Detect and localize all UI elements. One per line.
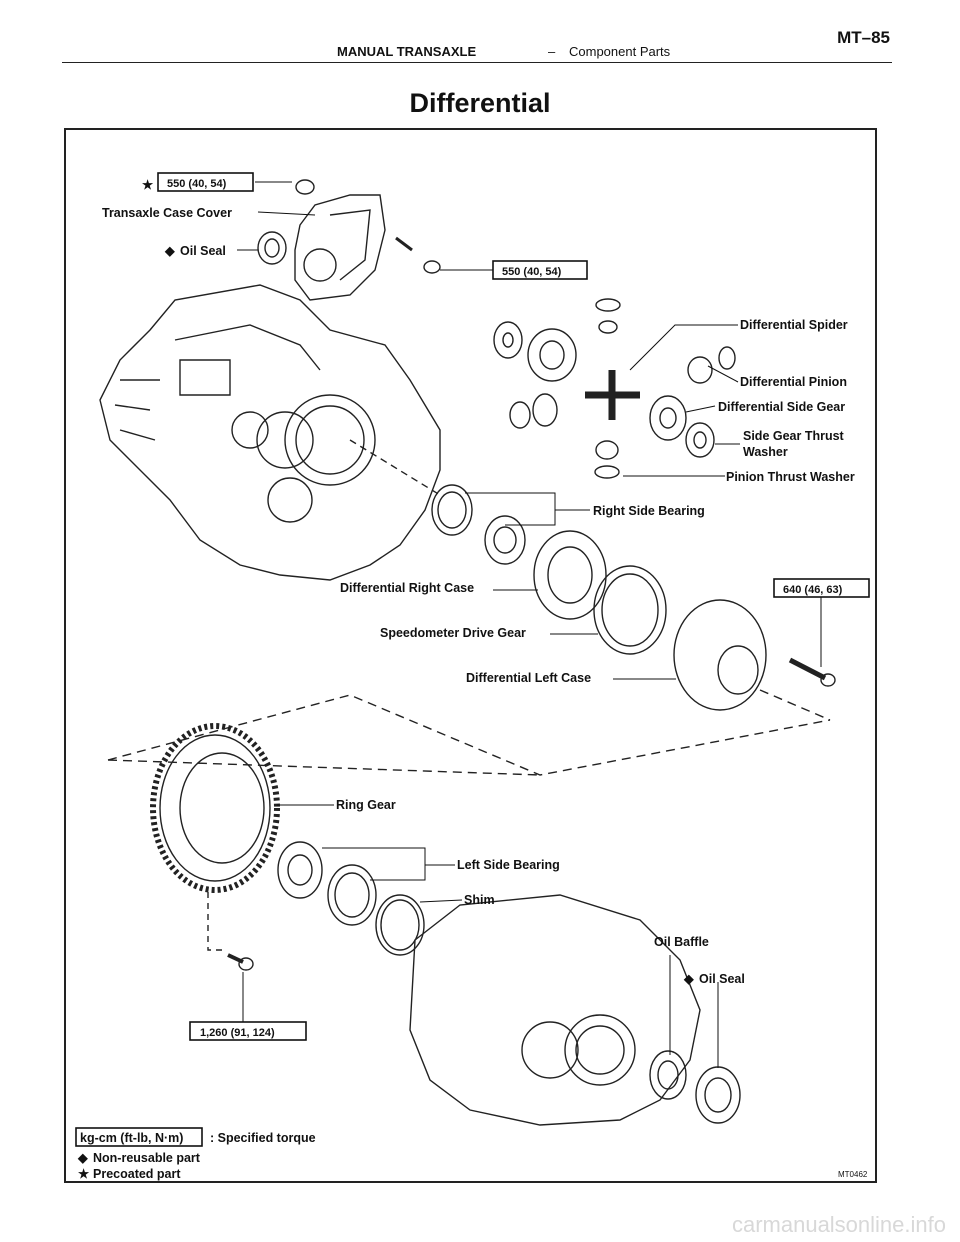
right-bearing-race-drawing xyxy=(431,484,473,536)
transaxle-case-drawing xyxy=(99,284,441,581)
star-icon: ★ xyxy=(78,1167,90,1181)
lower-case-drawing xyxy=(409,894,701,1126)
page-header: MANUAL TRANSAXLE – Component Parts MT–85 xyxy=(62,28,892,63)
page-number: MT–85 xyxy=(837,28,890,47)
speedometer-gear-drawing xyxy=(593,565,667,655)
torque-box-ring-gear-bolt xyxy=(189,1021,307,1041)
label-left-side-bearing: Left Side Bearing xyxy=(457,858,560,872)
header-separator: – xyxy=(548,44,556,59)
shim-drawing xyxy=(375,894,425,956)
label-oil-seal-top: Oil Seal xyxy=(180,244,226,258)
label-differential-right-case: Differential Right Case xyxy=(340,581,474,595)
left-bearing-race-drawing xyxy=(327,864,377,926)
left-case-drawing xyxy=(673,599,767,711)
oil-seal-bottom-drawing xyxy=(695,1066,741,1124)
right-bearing-drawing xyxy=(484,515,526,565)
label-pinion-thrust-washer: Pinion Thrust Washer xyxy=(726,470,855,484)
case-bolt-drawing xyxy=(788,657,827,681)
label-differential-side-gear: Differential Side Gear xyxy=(718,400,845,414)
legend-unit: kg-cm (ft-lb, N·m) xyxy=(80,1131,183,1145)
cover-bolt-drawing xyxy=(295,179,315,195)
legend-unit-box xyxy=(75,1127,203,1147)
torque-ring-gear-bolt: 1,260 (91, 124) xyxy=(200,1027,275,1039)
ring-gear-drawing xyxy=(150,723,280,893)
diamond-icon: ◆ xyxy=(77,1151,89,1165)
diamond-icon: ◆ xyxy=(164,244,176,258)
torque-box-plug xyxy=(492,260,588,280)
label-transaxle-case-cover: Transaxle Case Cover xyxy=(102,206,232,220)
case-cover-drawing xyxy=(294,194,386,301)
oil-baffle-drawing xyxy=(649,1050,687,1100)
label-differential-left-case: Differential Left Case xyxy=(466,671,591,685)
oil-seal-top-drawing xyxy=(257,231,287,265)
differential-internals-drawing xyxy=(493,298,736,479)
torque-box-cover-bolt xyxy=(157,172,254,192)
plug-drawing xyxy=(423,260,441,274)
label-oil-baffle: Oil Baffle xyxy=(654,935,709,949)
header-section: MANUAL TRANSAXLE xyxy=(337,44,477,59)
torque-cover-bolt: 550 (40, 54) xyxy=(167,178,227,190)
label-speedometer-drive-gear: Speedometer Drive Gear xyxy=(380,626,526,640)
page-title: Differential xyxy=(409,88,551,118)
label-differential-spider: Differential Spider xyxy=(740,318,848,332)
figure-code: MT0462 xyxy=(838,1170,868,1179)
label-shim: Shim xyxy=(464,893,495,907)
diagram-frame xyxy=(64,128,877,1183)
label-side-gear-thrust-washer: Washer xyxy=(743,445,788,459)
left-bearing-drawing xyxy=(277,841,323,899)
diamond-icon: ◆ xyxy=(683,972,695,986)
star-icon: ★ xyxy=(142,178,154,192)
torque-box-case-bolt xyxy=(773,578,870,598)
legend-torque-desc: : Specified torque xyxy=(210,1131,316,1145)
label-oil-seal-bottom: Oil Seal xyxy=(699,972,745,986)
header-subsection: Component Parts xyxy=(569,44,671,59)
legend-non-reusable: Non-reusable part xyxy=(93,1151,201,1165)
torque-plug: 550 (40, 54) xyxy=(502,266,562,278)
watermark: carmanualsonline.info xyxy=(731,1212,946,1237)
label-side-gear-thrust: Side Gear Thrust xyxy=(743,429,845,443)
torque-case-bolt: 640 (46, 63) xyxy=(783,584,843,596)
legend-precoated: Precoated part xyxy=(93,1167,181,1181)
right-case-drawing xyxy=(533,530,607,620)
label-ring-gear: Ring Gear xyxy=(336,798,396,812)
label-right-side-bearing: Right Side Bearing xyxy=(593,504,705,518)
label-differential-pinion: Differential Pinion xyxy=(740,375,847,389)
